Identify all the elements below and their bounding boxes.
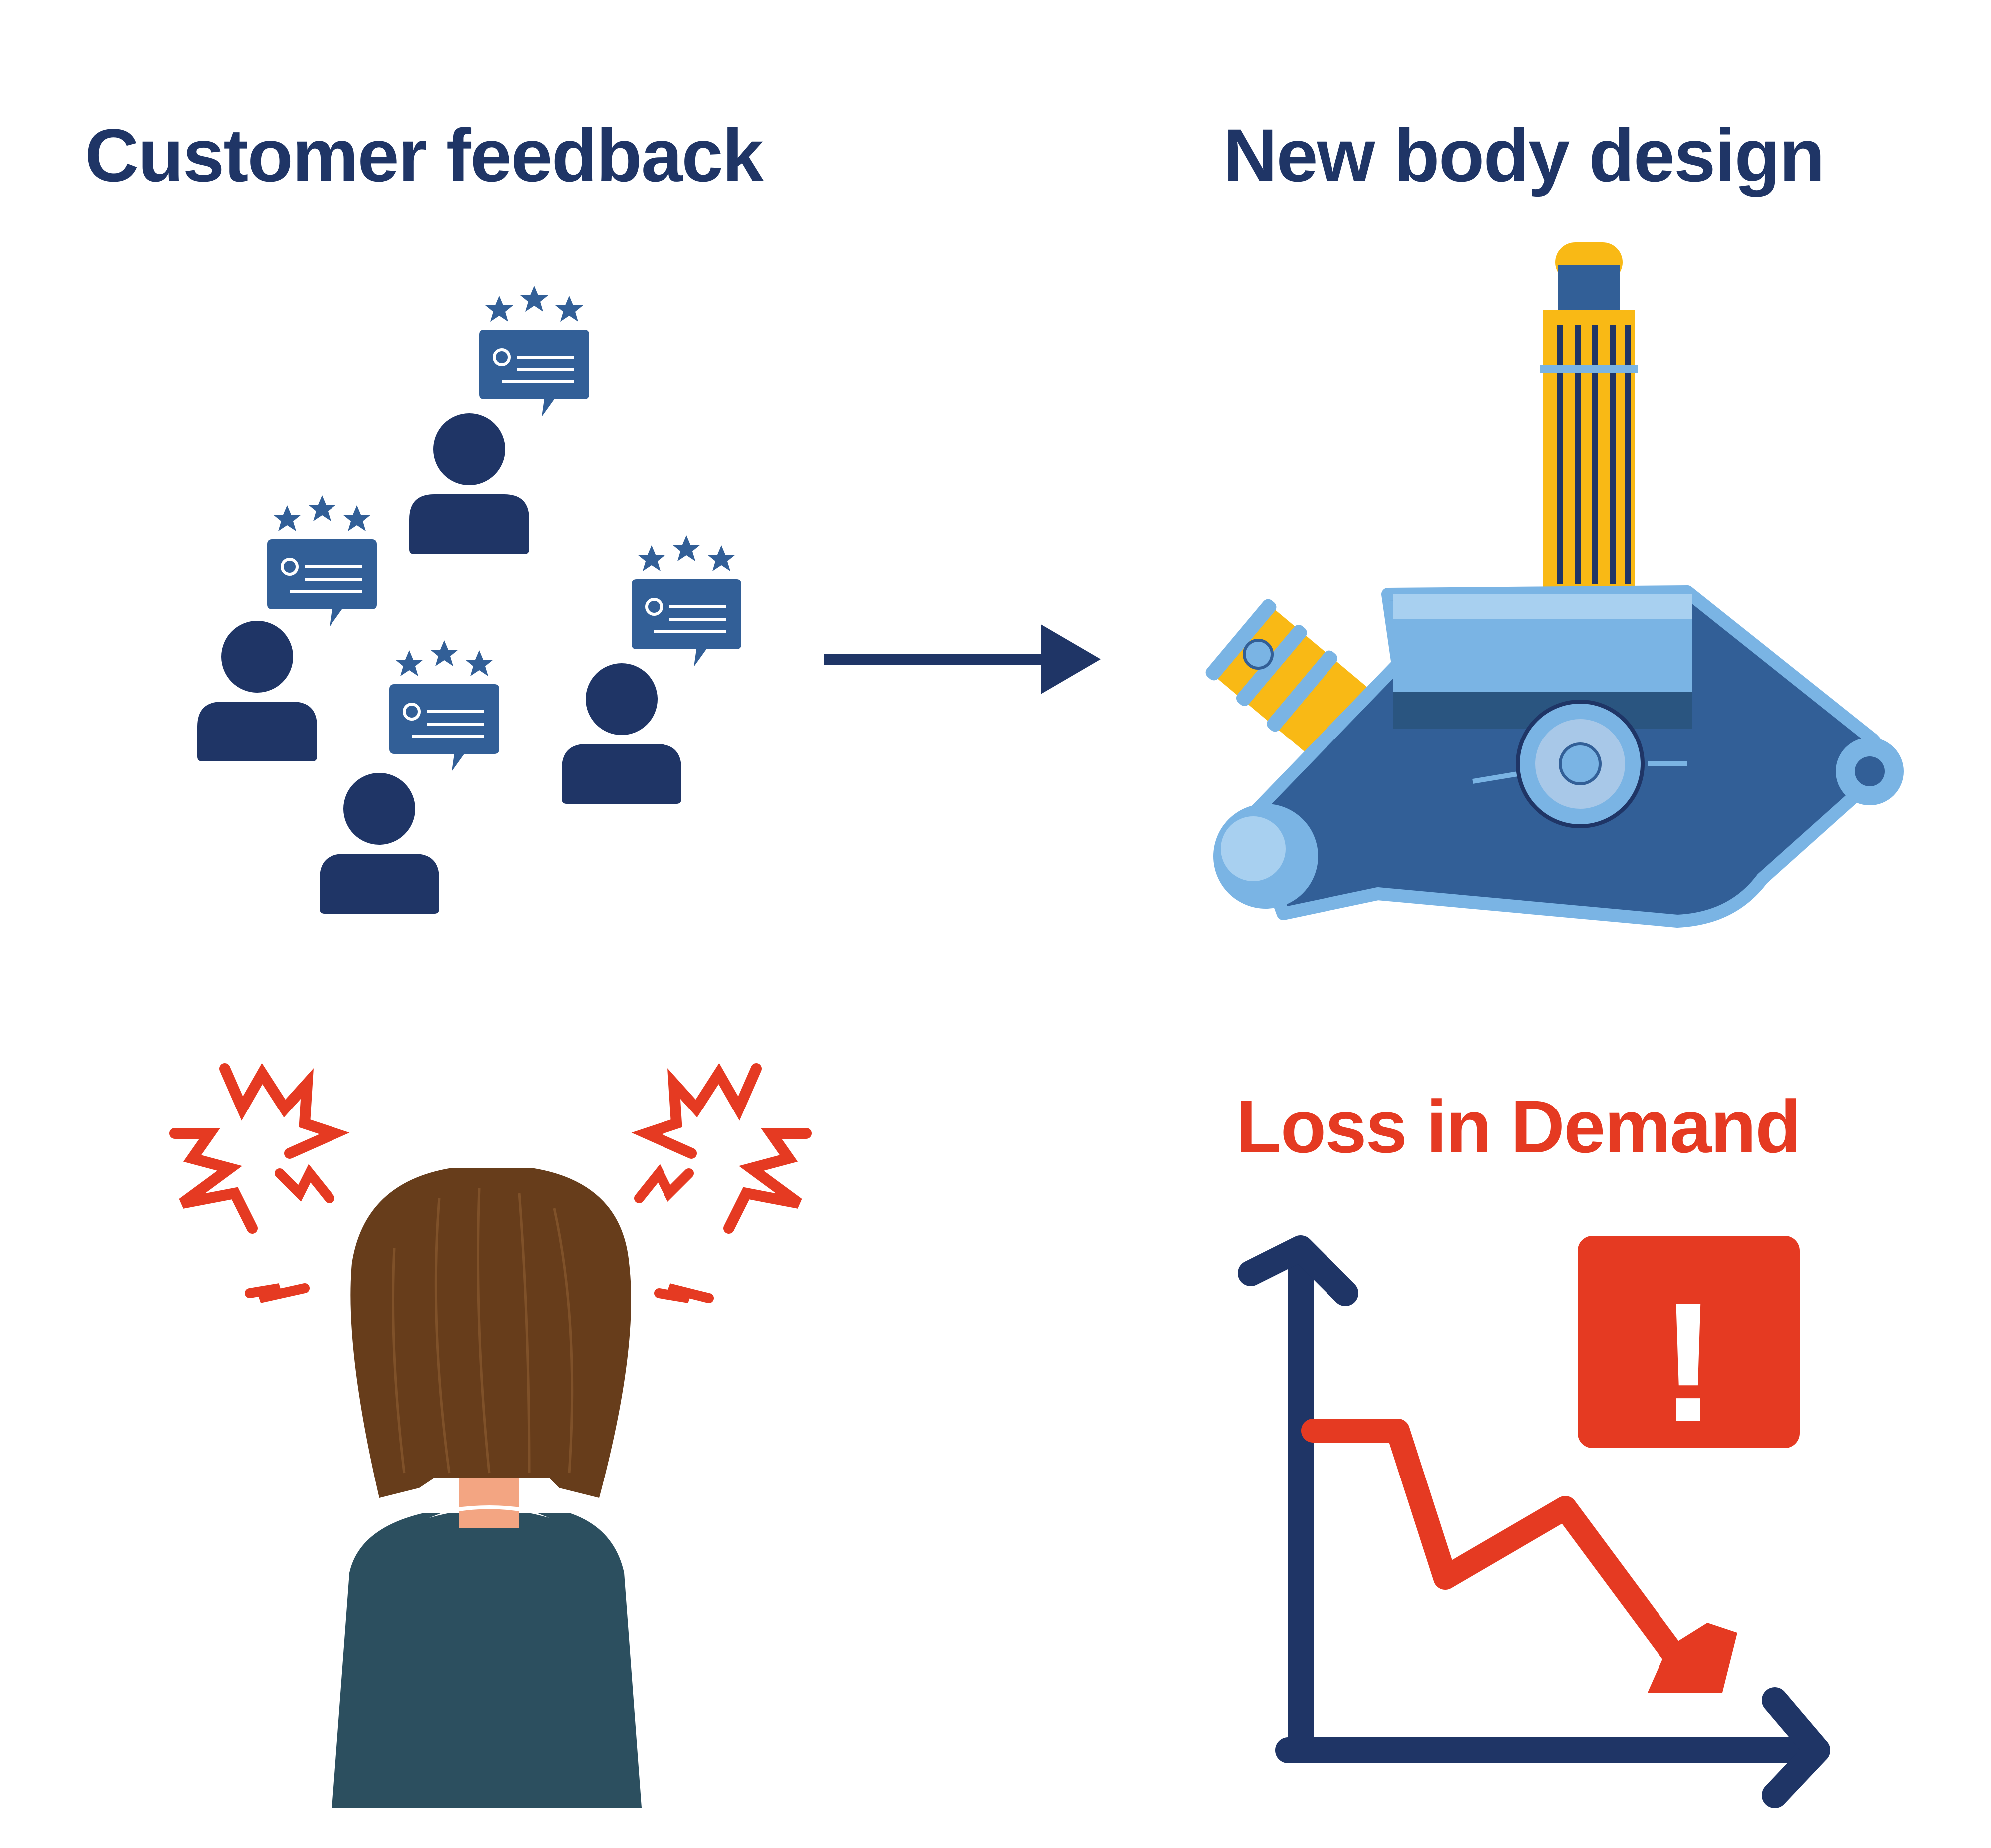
customer-feedback-heading: Customer feedback [85,113,764,197]
person-icon [320,773,439,914]
speech-bubble-icon [632,535,741,667]
alert-icon: ! [1578,1236,1800,1457]
person-icon [409,413,529,554]
alert-symbol: ! [1660,1267,1716,1457]
new-body-design-heading: New body design [1223,113,1825,197]
declining-chart-icon [1238,1235,1830,1808]
loss-in-demand-heading: Loss in Demand [1236,1085,1801,1168]
person-icon [562,663,681,804]
machine-body-icon [1205,242,1904,928]
person-icon [197,621,317,761]
right-arrow-icon [824,624,1101,694]
speech-bubble-icon [479,286,589,417]
customer-feedback-group [197,286,741,914]
frustrated-person-icon [175,1069,806,1808]
speech-bubble-icon [389,640,499,771]
speech-bubble-icon [267,495,377,627]
